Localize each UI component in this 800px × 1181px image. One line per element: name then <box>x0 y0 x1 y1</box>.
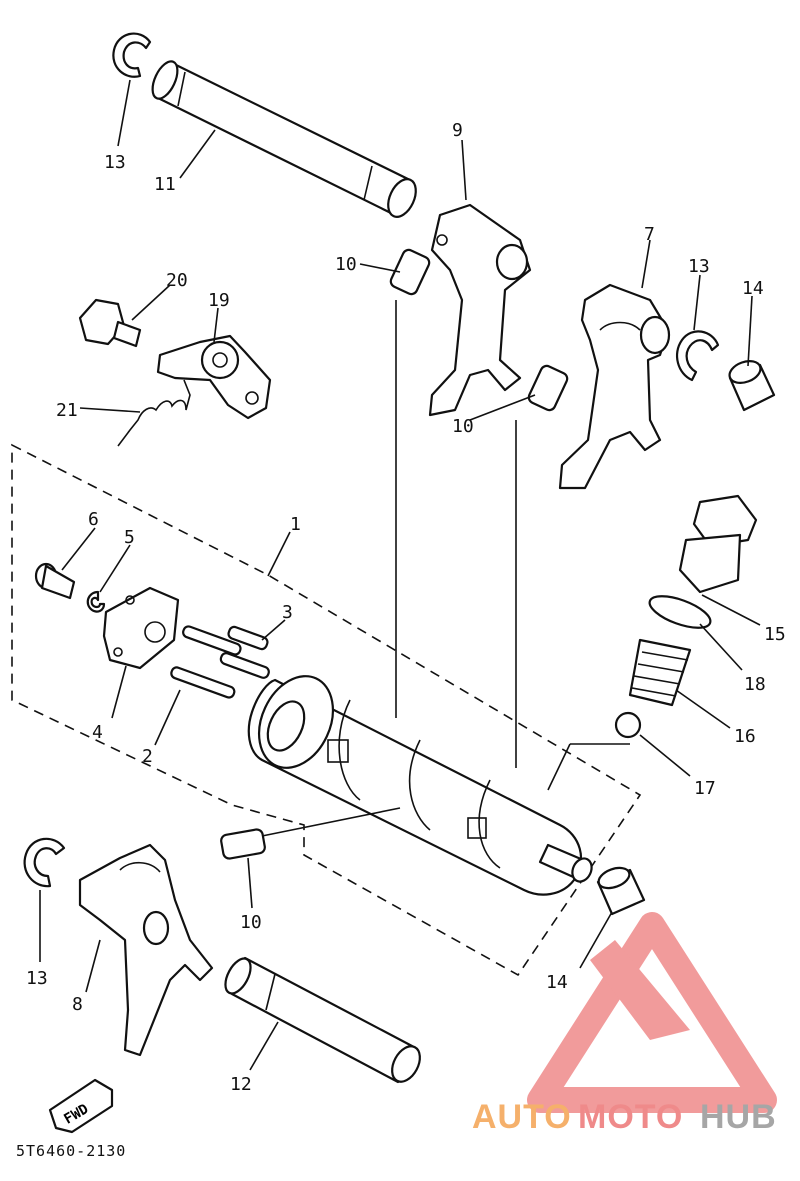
callout-11: 11 <box>154 174 176 195</box>
callout-14-upper: 14 <box>742 278 764 299</box>
shift-fork-8 <box>78 843 214 1057</box>
stopper-lever-19 <box>156 334 272 420</box>
callout-21: 21 <box>56 400 78 421</box>
neutral-switch-15 <box>678 494 758 594</box>
callout-5: 5 <box>124 527 135 548</box>
callout-6: 6 <box>88 509 99 530</box>
shift-fork-shaft-upper <box>151 60 417 218</box>
diagram-code: 5T6460-2130 <box>16 1142 126 1160</box>
callout-13-top: 13 <box>104 152 126 173</box>
washer-18 <box>648 595 712 629</box>
shift-fork-9 <box>428 203 532 417</box>
circlip-left <box>23 837 66 888</box>
callout-3: 3 <box>282 602 293 623</box>
callout-10-lower: 10 <box>240 912 262 933</box>
callout-16: 16 <box>734 726 756 747</box>
bearing-14-lower <box>596 866 646 916</box>
callout-19: 19 <box>208 290 230 311</box>
callout-10-middle: 10 <box>452 416 474 437</box>
spring-16 <box>628 638 692 707</box>
shift-fork-shaft-lower <box>224 956 421 1084</box>
callout-15: 15 <box>764 624 786 645</box>
svg-text:MOTO: MOTO <box>578 1098 683 1136</box>
callout-17: 17 <box>694 778 716 799</box>
circlip-right <box>675 330 720 382</box>
callout-12: 12 <box>230 1074 252 1095</box>
guide-pin-10-middle <box>527 364 569 412</box>
cam-pins-2 <box>170 625 270 699</box>
callout-14-lower: 14 <box>546 972 568 993</box>
fwd-arrow-icon: FWD <box>48 1078 114 1134</box>
callout-18: 18 <box>744 674 766 695</box>
guide-pin-10-lower <box>220 828 266 860</box>
callout-1: 1 <box>290 514 301 535</box>
shift-fork-7 <box>558 283 671 490</box>
clip-5 <box>86 590 106 613</box>
segment-4 <box>102 586 180 670</box>
callout-13-right: 13 <box>688 256 710 277</box>
ball-17 <box>614 711 642 739</box>
bearing-14-upper <box>728 360 776 412</box>
bolt-20 <box>78 298 142 348</box>
callout-7: 7 <box>644 224 655 245</box>
callout-8: 8 <box>72 994 83 1015</box>
assembly-outline <box>11 443 642 977</box>
shift-drum-1 <box>247 675 593 896</box>
svg-text:AUTO: AUTO <box>472 1098 572 1136</box>
callout-10-upper: 10 <box>335 254 357 275</box>
watermark-text: AUTO MOTO HUB <box>472 1098 777 1136</box>
circlip-top-left <box>112 32 152 78</box>
pin-3 <box>227 625 269 651</box>
guide-pin-10-upper <box>389 248 431 296</box>
callout-2: 2 <box>142 746 153 767</box>
callout-9: 9 <box>452 120 463 141</box>
callout-4: 4 <box>92 722 103 743</box>
leader-lines <box>39 79 761 1071</box>
watermark-logo-icon <box>527 912 777 1113</box>
callout-13-left: 13 <box>26 968 48 989</box>
spring-21 <box>117 379 191 447</box>
callout-20: 20 <box>166 270 188 291</box>
screw-6 <box>34 562 76 600</box>
svg-text:HUB: HUB <box>700 1098 777 1136</box>
